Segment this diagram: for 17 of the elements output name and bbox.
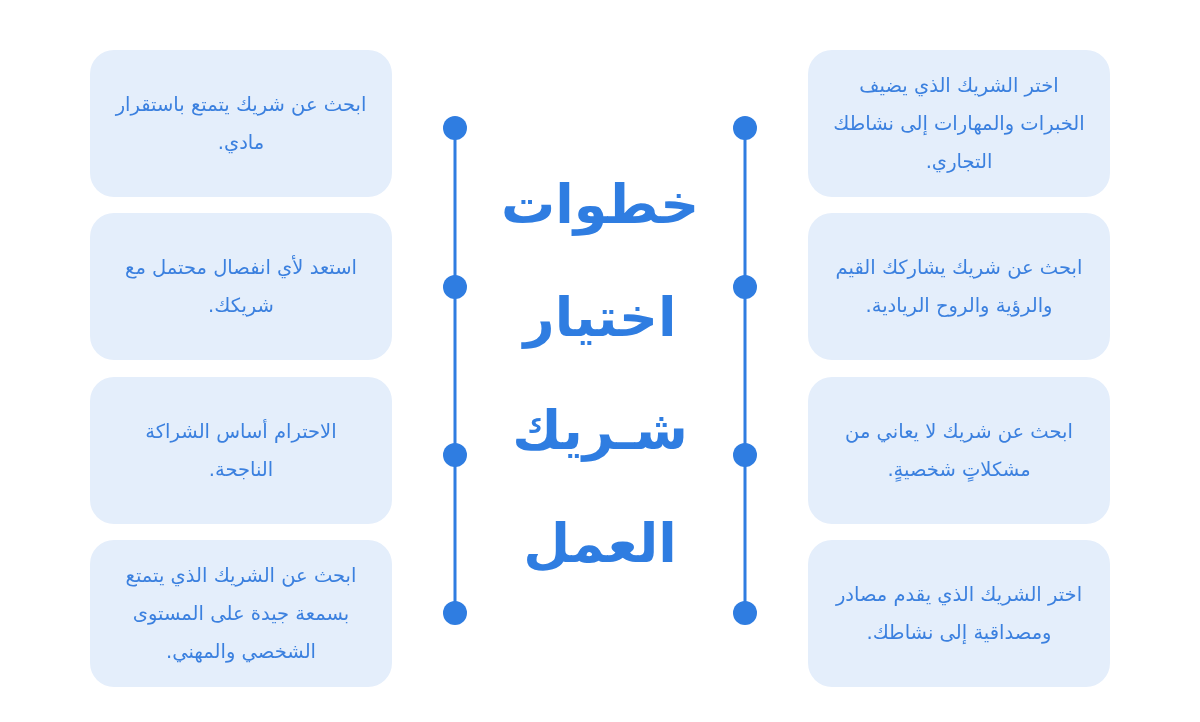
step-card	[90, 540, 392, 687]
step-card	[808, 50, 1110, 197]
step-card	[90, 213, 392, 360]
step-text: اختر الشريك الذي يضيف الخبرات والمهارات إلى نشاطك التجاري.	[832, 72, 1086, 175]
step-card	[808, 213, 1110, 360]
step-card	[90, 50, 392, 197]
step-text: الاحترام أساس الشراكة الناجحة.	[144, 418, 338, 483]
step-card	[90, 377, 392, 524]
diagram-title: خطوات اختيار شـريك العمل	[500, 172, 700, 577]
step-card	[808, 377, 1110, 524]
step-card	[808, 540, 1110, 687]
step-text: استعد لأي انفصال محتمل مع شريكك.	[124, 254, 358, 319]
step-text: ابحث عن شريك يتمتع باستقرار مادي.	[114, 91, 368, 156]
step-text: ابحث عن الشريك الذي يتمتع بسمعة جيدة على المستوى الشخصي والمهني.	[124, 562, 358, 665]
step-text: ابحث عن شريك لا يعاني من مشكلاتٍ شخصيةٍ.	[844, 418, 1074, 484]
step-text: ابحث عن شريك يشاركك القيم والرؤية والروح الريادية.	[834, 254, 1084, 319]
step-text: اختر الشريك الذي يقدم مصادر ومصداقية إلى نشاطك.	[834, 581, 1084, 646]
